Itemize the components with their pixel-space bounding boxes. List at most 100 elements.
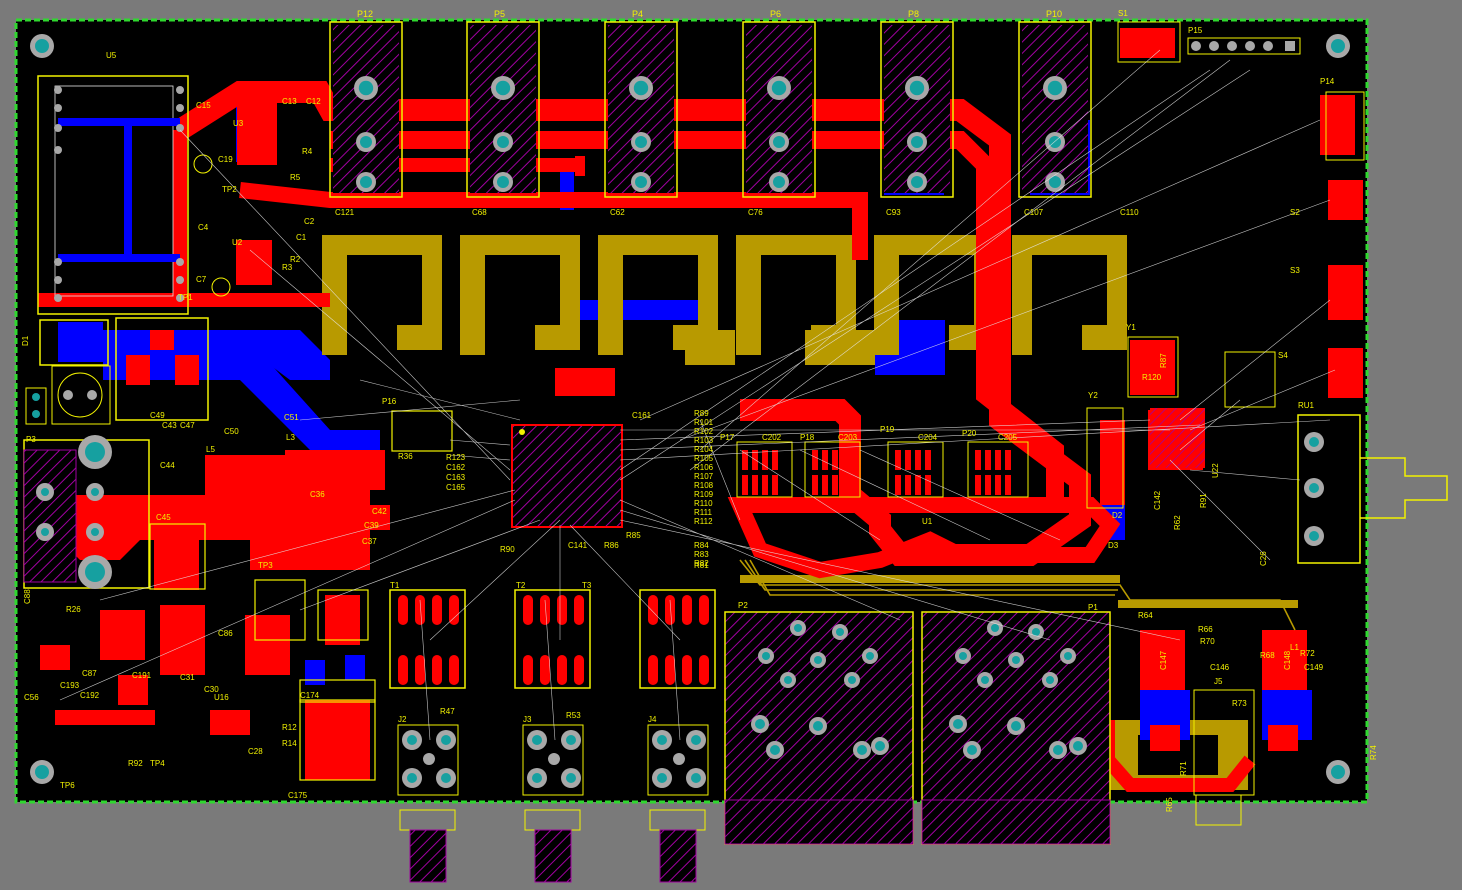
label-c47: C47 [180, 421, 195, 430]
label-t2: T2 [516, 581, 526, 590]
label-t3: T3 [582, 581, 592, 590]
label-r47: R47 [440, 707, 455, 716]
label-u5: U5 [106, 51, 117, 60]
label-u3: U3 [233, 119, 244, 128]
label-c1: C1 [296, 233, 307, 242]
label-r101: R101 [694, 418, 714, 427]
bottom-right-section [1140, 689, 1312, 826]
label-j4: J4 [648, 715, 657, 724]
label-c30: C30 [204, 685, 219, 694]
label-c49: C49 [150, 411, 165, 420]
label-c56: C56 [24, 693, 39, 702]
label-d1: D1 [21, 335, 30, 346]
label-c162: C162 [446, 463, 466, 472]
label-c15: C15 [196, 101, 211, 110]
label-p20: P20 [962, 429, 977, 438]
label-r53: R53 [566, 711, 581, 720]
label-r74: R74 [1369, 745, 1378, 760]
left-power-section [23, 75, 231, 589]
label-c148: C148 [1283, 650, 1292, 670]
label-r83: R83 [694, 550, 709, 559]
label-c42: C42 [372, 507, 387, 516]
label-c76: C76 [748, 208, 763, 217]
label-r12: R12 [282, 723, 297, 732]
label-c86: C86 [218, 629, 233, 638]
label-c175: C175 [288, 791, 308, 800]
label-c13: C13 [282, 97, 297, 106]
label-c37: C37 [362, 537, 377, 546]
silkscreen-outlines [149, 410, 453, 781]
label-p8: P8 [908, 9, 919, 19]
label-c121: C121 [335, 208, 355, 217]
label-r4: R4 [302, 147, 313, 156]
label-p5: P5 [494, 9, 505, 19]
label-d2: D2 [1112, 511, 1123, 520]
label-u22: U22 [1211, 463, 1220, 478]
label-p2: P2 [738, 601, 748, 610]
label-p4: P4 [632, 9, 643, 19]
power-connector-p6: P6 [742, 9, 816, 198]
mcu-package [511, 424, 623, 528]
label-r89: R89 [694, 409, 709, 418]
label-p14: P14 [1320, 77, 1335, 86]
signal-traces [739, 559, 1296, 631]
label-s2: S2 [1290, 208, 1300, 217]
label-c202: C202 [762, 433, 782, 442]
label-u1: U1 [922, 517, 933, 526]
label-p16: P16 [382, 397, 397, 406]
label-c7: C7 [196, 275, 207, 284]
label-r3: R3 [282, 263, 293, 272]
label-s3: S3 [1290, 266, 1300, 275]
label-c192: C192 [80, 691, 100, 700]
label-tp1: TP1 [178, 293, 193, 302]
label-p10: P10 [1046, 9, 1062, 19]
label-c142: C142 [1153, 490, 1162, 510]
label-r123: R123 [446, 453, 466, 462]
label-r120: R120 [1142, 373, 1162, 382]
label-c161: C161 [632, 411, 652, 420]
label-u16: U16 [214, 693, 229, 702]
label-r91: R91 [1199, 493, 1208, 508]
label-c28: C28 [248, 747, 263, 756]
label-l1: L1 [1290, 643, 1299, 652]
label-c87: C87 [82, 669, 97, 678]
network-connectors [724, 611, 1111, 845]
label-y1: Y1 [1126, 323, 1136, 332]
label-c50: C50 [224, 427, 239, 436]
label-r81: R81 [694, 561, 709, 570]
label-r87: R87 [1159, 353, 1168, 368]
label-r85: R85 [626, 531, 641, 540]
label-tp3: TP3 [258, 561, 273, 570]
label-c193: C193 [60, 681, 80, 690]
label-c147: C147 [1159, 650, 1168, 670]
label-c110: C110 [1120, 208, 1139, 217]
label-p19: P19 [880, 425, 895, 434]
label-p18: P18 [800, 433, 815, 442]
label-r62: R62 [1173, 515, 1182, 530]
mounting-holes [30, 34, 1350, 784]
label-c43: C43 [162, 421, 177, 430]
label-r109: R109 [694, 490, 714, 499]
label-s4: S4 [1278, 351, 1288, 360]
ratsnest [59, 49, 1336, 741]
label-j2: J2 [398, 715, 407, 724]
label-r104: R104 [694, 445, 714, 454]
label-c93: C93 [886, 208, 901, 217]
label-c51: C51 [284, 413, 299, 422]
label-p1: P1 [1088, 603, 1098, 612]
label-r71: R71 [1179, 761, 1188, 776]
label-r70: R70 [1200, 637, 1215, 646]
label-p15: P15 [1188, 26, 1203, 35]
label-r106: R106 [694, 463, 714, 472]
label-r66: R66 [1198, 625, 1213, 634]
label-c107: C107 [1024, 208, 1044, 217]
label-u2: U2 [232, 238, 243, 247]
label-c26: C26 [1259, 551, 1268, 566]
terminal-block [1297, 414, 1448, 564]
label-c4: C4 [198, 223, 209, 232]
label-r72: R72 [1300, 649, 1315, 658]
label-r14: R14 [282, 739, 297, 748]
label-l3: L3 [286, 433, 295, 442]
